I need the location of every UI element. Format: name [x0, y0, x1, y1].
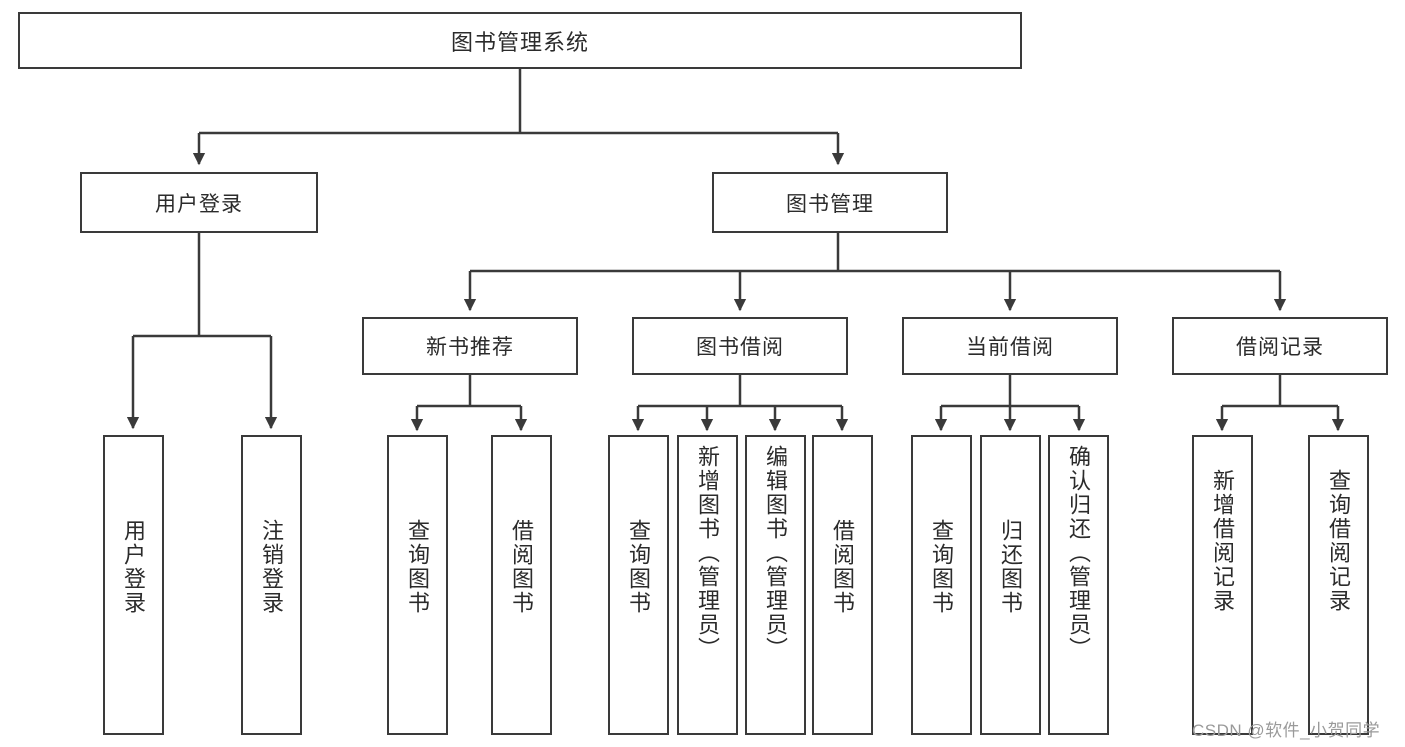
leaf-query-book-recommend-label: 查询图书 — [405, 519, 431, 615]
node-new-book-recommend-label: 新书推荐 — [426, 336, 514, 359]
leaf-user-login-label: 用户登录 — [121, 519, 147, 615]
leaf-query-book-current-label: 查询图书 — [929, 519, 955, 615]
leaf-borrow-book-borrow-label: 借阅图书 — [830, 519, 856, 615]
node-current-borrow-label: 当前借阅 — [966, 336, 1054, 359]
node-borrow-record-label: 借阅记录 — [1236, 336, 1324, 359]
node-book-management-label: 图书管理 — [786, 192, 874, 216]
leaf-query-book-borrow[interactable]: 查询图书 — [608, 435, 669, 735]
leaf-return-book[interactable]: 归还图书 — [980, 435, 1041, 735]
leaf-add-borrow-record[interactable]: 新增借阅记录 — [1192, 435, 1253, 735]
leaf-query-borrow-record[interactable]: 查询借阅记录 — [1308, 435, 1369, 735]
leaf-user-login[interactable]: 用户登录 — [103, 435, 164, 735]
leaf-borrow-book-recommend[interactable]: 借阅图书 — [491, 435, 552, 735]
leaf-query-book-borrow-label: 查询图书 — [626, 519, 652, 615]
leaf-confirm-return-admin-label: 确认归还（管理员） — [1066, 445, 1092, 661]
node-current-borrow[interactable]: 当前借阅 — [902, 317, 1118, 375]
leaf-edit-book-admin-label: 编辑图书（管理员） — [763, 445, 789, 661]
leaf-query-borrow-record-label: 查询借阅记录 — [1326, 469, 1352, 613]
node-book-management[interactable]: 图书管理 — [712, 172, 948, 233]
leaf-add-book-admin-label: 新增图书（管理员） — [695, 445, 721, 661]
node-book-borrow-label: 图书借阅 — [696, 336, 784, 359]
leaf-add-borrow-record-label: 新增借阅记录 — [1210, 469, 1236, 613]
leaf-edit-book-admin[interactable]: 编辑图书（管理员） — [745, 435, 806, 735]
leaf-query-book-recommend[interactable]: 查询图书 — [387, 435, 448, 735]
leaf-borrow-book-borrow[interactable]: 借阅图书 — [812, 435, 873, 735]
leaf-logout-label: 注销登录 — [259, 519, 285, 615]
leaf-return-book-label: 归还图书 — [998, 519, 1024, 615]
node-user-login-label: 用户登录 — [155, 192, 243, 216]
node-root-label: 图书管理系统 — [450, 29, 589, 55]
leaf-logout[interactable]: 注销登录 — [241, 435, 302, 735]
node-user-login[interactable]: 用户登录 — [80, 172, 318, 233]
leaf-query-book-current[interactable]: 查询图书 — [911, 435, 972, 735]
leaf-confirm-return-admin[interactable]: 确认归还（管理员） — [1048, 435, 1109, 735]
node-book-borrow[interactable]: 图书借阅 — [632, 317, 848, 375]
node-borrow-record[interactable]: 借阅记录 — [1172, 317, 1388, 375]
node-new-book-recommend[interactable]: 新书推荐 — [362, 317, 578, 375]
leaf-borrow-book-recommend-label: 借阅图书 — [509, 519, 535, 615]
node-root[interactable]: 图书管理系统 — [18, 12, 1022, 69]
csdn-watermark: CSDN @软件_小贺同学 — [1192, 721, 1381, 740]
leaf-add-book-admin[interactable]: 新增图书（管理员） — [677, 435, 738, 735]
